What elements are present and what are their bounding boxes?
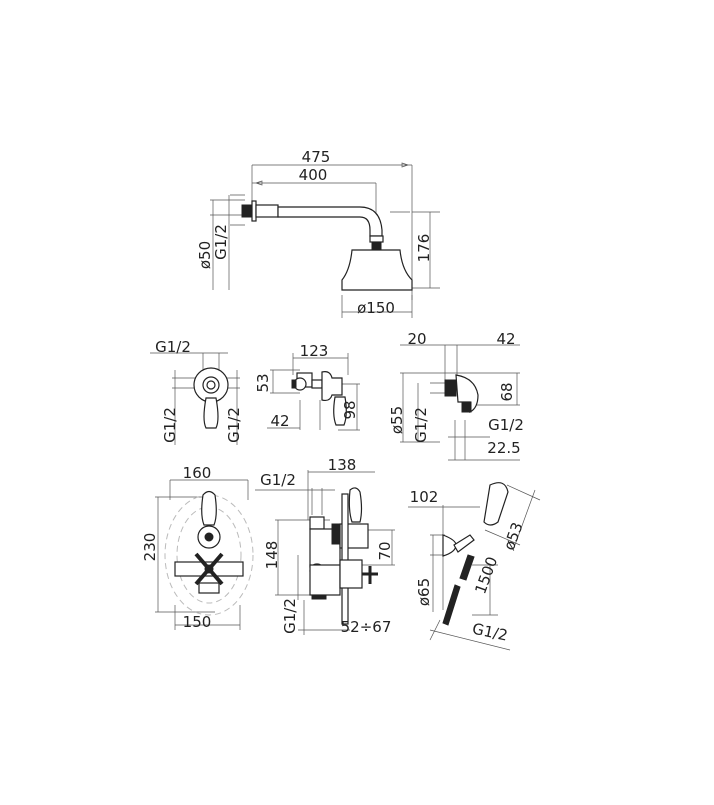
thermostatic-side-depth: 138 <box>328 456 357 474</box>
diverter-side-depth: 123 <box>300 342 329 360</box>
hand-shower-hose-length: 1500 <box>471 554 501 596</box>
wall-elbow-drawing: 20 42 68 ø55 G1/2 G1/2 22.5 <box>388 330 524 461</box>
head-shower-overall-length: 475 <box>302 148 331 166</box>
hand-shower-drawing: 102 ø53 1500 ø65 G1/2 <box>408 482 541 651</box>
diverter-front-thread-left: G1/2 <box>161 407 179 443</box>
thermostatic-side-wall-depth: 52÷67 <box>341 618 392 636</box>
wall-elbow-outlet-offset: 22.5 <box>487 439 520 457</box>
thermostatic-front-drawing: 160 230 150 <box>141 464 254 631</box>
thermostatic-side-thread-bottom: G1/2 <box>281 598 299 634</box>
thermostatic-side-spacing: 70 <box>376 541 394 560</box>
wall-elbow-diameter: ø55 <box>388 406 406 434</box>
diverter-side-drawing: 123 53 42 98 <box>254 342 360 431</box>
thermostatic-side-drawing: G1/2 138 148 70 G1/2 52÷67 <box>255 456 395 636</box>
diverter-front-thread-right: G1/2 <box>225 407 243 443</box>
hand-shower-bracket-diameter: ø65 <box>415 578 433 606</box>
head-shower-thread: G1/2 <box>212 224 230 260</box>
thermostatic-front-width-bottom: 150 <box>183 613 212 631</box>
hand-shower-head-diameter: ø53 <box>500 520 527 553</box>
diverter-front-drawing: G1/2 G1/2 G1/2 <box>150 338 243 445</box>
head-shower-drawing: 475 400 ø50 G1/2 176 ø150 <box>196 148 440 318</box>
thermostatic-front-width-top: 160 <box>183 464 212 482</box>
head-shower-flange-diameter: ø50 <box>196 241 214 269</box>
diverter-side-height: 98 <box>341 400 359 419</box>
thermostatic-side-height: 148 <box>263 541 281 570</box>
head-shower-head-diameter: ø150 <box>357 299 395 317</box>
head-shower-height: 176 <box>415 234 433 263</box>
diverter-side-height-top: 53 <box>254 373 272 392</box>
hand-shower-bracket-offset: 102 <box>410 488 439 506</box>
wall-elbow-width-left: 20 <box>407 330 426 348</box>
head-shower-arm-length: 400 <box>299 166 328 184</box>
diverter-front-thread-top: G1/2 <box>155 338 191 356</box>
wall-elbow-width-right: 42 <box>496 330 515 348</box>
thermostatic-side-thread-top: G1/2 <box>260 471 296 489</box>
thermostatic-front-height: 230 <box>141 533 159 562</box>
wall-elbow-thread-left: G1/2 <box>412 407 430 443</box>
hand-shower-thread: G1/2 <box>471 620 510 645</box>
diverter-side-offset: 42 <box>270 412 289 430</box>
wall-elbow-height: 68 <box>498 382 516 401</box>
wall-elbow-thread-right: G1/2 <box>488 416 524 434</box>
